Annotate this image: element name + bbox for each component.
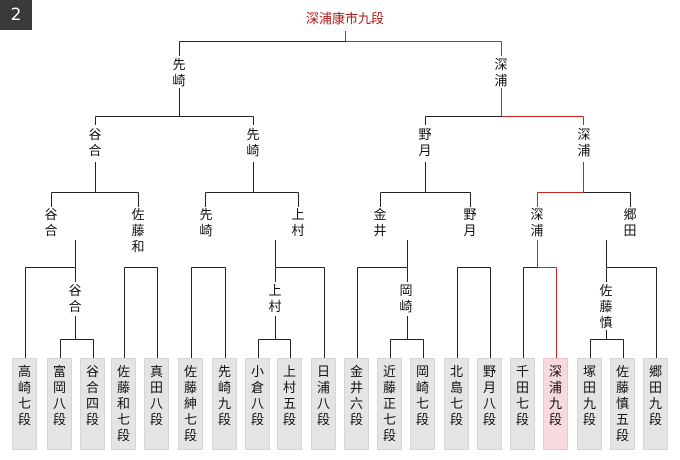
player-card: 佐藤紳七段 bbox=[178, 358, 203, 450]
round2-player-1: 谷合 bbox=[68, 284, 82, 315]
semifinal-player-2: 先崎 bbox=[246, 128, 260, 159]
winner-player-card: 深浦九段 bbox=[543, 358, 568, 450]
semifinal-player-4: 深浦 bbox=[577, 128, 591, 159]
player-name: 真田八段 bbox=[149, 365, 163, 428]
player-card: 近藤正七段 bbox=[377, 358, 402, 450]
player-name: 高崎七段 bbox=[17, 365, 31, 428]
semifinal-player-3: 野月 bbox=[418, 128, 432, 159]
player-card: 佐藤和七段 bbox=[111, 358, 136, 450]
player-card: 千田七段 bbox=[510, 358, 535, 450]
player-name: 野月八段 bbox=[482, 365, 496, 428]
player-card: 塚田九段 bbox=[577, 358, 602, 450]
player-card: 先崎九段 bbox=[212, 358, 237, 450]
quarterfinal-player-3: 先崎 bbox=[199, 208, 213, 239]
player-card: 上村五段 bbox=[277, 358, 302, 450]
round2-player-3: 岡崎 bbox=[399, 284, 413, 315]
player-card: 真田八段 bbox=[144, 358, 169, 450]
player-name: 千田七段 bbox=[515, 365, 529, 428]
quarterfinal-player-6: 野月 bbox=[463, 208, 477, 239]
player-name: 郷田九段 bbox=[648, 365, 662, 428]
player-name: 佐藤慎五段 bbox=[615, 365, 629, 444]
player-card: 郷田九段 bbox=[643, 358, 668, 450]
final-player-1: 先崎 bbox=[172, 58, 186, 89]
quarterfinal-player-7: 深浦 bbox=[530, 208, 544, 239]
quarterfinal-player-1: 谷合 bbox=[44, 208, 58, 239]
player-name: 金井六段 bbox=[349, 365, 363, 428]
player-name: 北島七段 bbox=[449, 365, 463, 428]
player-name: 小倉八段 bbox=[250, 365, 264, 428]
player-name: 日浦八段 bbox=[316, 365, 330, 428]
player-card: 野月八段 bbox=[477, 358, 502, 450]
round2-player-4: 佐藤慎 bbox=[599, 284, 613, 331]
quarterfinal-player-8: 郷田 bbox=[623, 208, 637, 239]
player-card: 金井六段 bbox=[344, 358, 369, 450]
quarterfinal-player-4: 上村 bbox=[291, 208, 305, 239]
block-number-badge: 2 bbox=[0, 0, 32, 30]
player-name: 近藤正七段 bbox=[382, 365, 396, 444]
quarterfinal-player-5: 金井 bbox=[373, 208, 387, 239]
semifinal-player-1: 谷合 bbox=[88, 128, 102, 159]
player-name: 塚田九段 bbox=[582, 365, 596, 428]
player-name: 富岡八段 bbox=[52, 365, 66, 428]
player-card: 北島七段 bbox=[444, 358, 469, 450]
player-card: 日浦八段 bbox=[311, 358, 336, 450]
player-name: 上村五段 bbox=[282, 365, 296, 428]
player-name: 佐藤紳七段 bbox=[183, 365, 197, 444]
player-card: 谷合四段 bbox=[80, 358, 105, 450]
quarterfinal-player-2: 佐藤和 bbox=[131, 208, 145, 255]
round2-player-2: 上村 bbox=[268, 284, 282, 315]
player-card: 高崎七段 bbox=[12, 358, 37, 450]
player-name: 先崎九段 bbox=[217, 365, 231, 428]
player-card: 富岡八段 bbox=[47, 358, 72, 450]
player-name: 佐藤和七段 bbox=[116, 365, 130, 444]
player-card: 佐藤慎五段 bbox=[610, 358, 635, 450]
player-card: 岡崎七段 bbox=[410, 358, 435, 450]
player-name: 谷合四段 bbox=[85, 365, 99, 428]
final-player-2: 深浦 bbox=[494, 58, 508, 89]
player-name: 岡崎七段 bbox=[415, 365, 429, 428]
player-name: 深浦九段 bbox=[548, 365, 562, 428]
champion-label: 深浦康市九段 bbox=[305, 12, 384, 27]
player-card: 小倉八段 bbox=[245, 358, 270, 450]
